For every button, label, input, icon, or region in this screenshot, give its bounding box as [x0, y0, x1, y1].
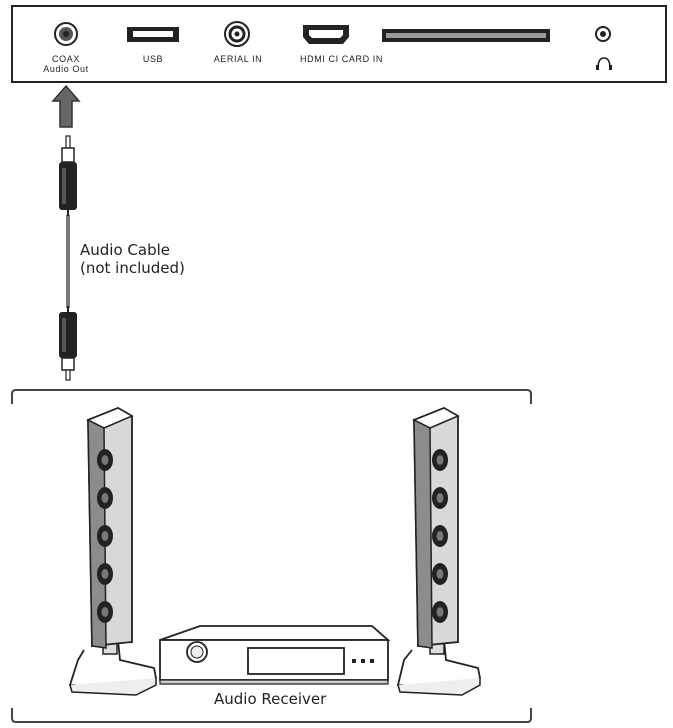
receiver-label: Audio Receiver: [214, 690, 327, 708]
coax-port: [54, 22, 78, 46]
speaker-drivers: [97, 449, 113, 623]
coax-label-line2: Audio Out: [43, 64, 89, 74]
cable-label: Audio Cable (not included): [80, 241, 185, 277]
aerial-in-label: AERIAL IN: [213, 54, 263, 64]
audio-system-bracket: [11, 389, 532, 723]
rca-plug-upper: [59, 135, 77, 216]
headphone-icon: [596, 57, 612, 70]
up-arrow-icon: [51, 84, 81, 128]
coax-label-line1: COAX: [52, 54, 80, 64]
cable-label-line2: (not included): [80, 259, 185, 277]
left-speaker: [68, 407, 158, 696]
coax-label: COAX Audio Out: [38, 54, 94, 74]
right-speaker: [396, 407, 482, 696]
hdmi-port: [303, 25, 349, 44]
speaker-drivers: [432, 449, 448, 623]
usb-label: USB: [142, 54, 164, 64]
rca-plug-lower: [59, 306, 77, 381]
usb-port: [127, 27, 179, 42]
audio-cable: [66, 215, 70, 308]
aerial-port: [224, 21, 250, 47]
hdmi-ci-card-in-label: HDMI CI CARD IN: [300, 54, 383, 64]
ci-card-slot: [382, 29, 550, 42]
headphone-jack: [595, 26, 611, 42]
audio-receiver: [159, 625, 391, 685]
cable-label-line1: Audio Cable: [80, 241, 170, 259]
